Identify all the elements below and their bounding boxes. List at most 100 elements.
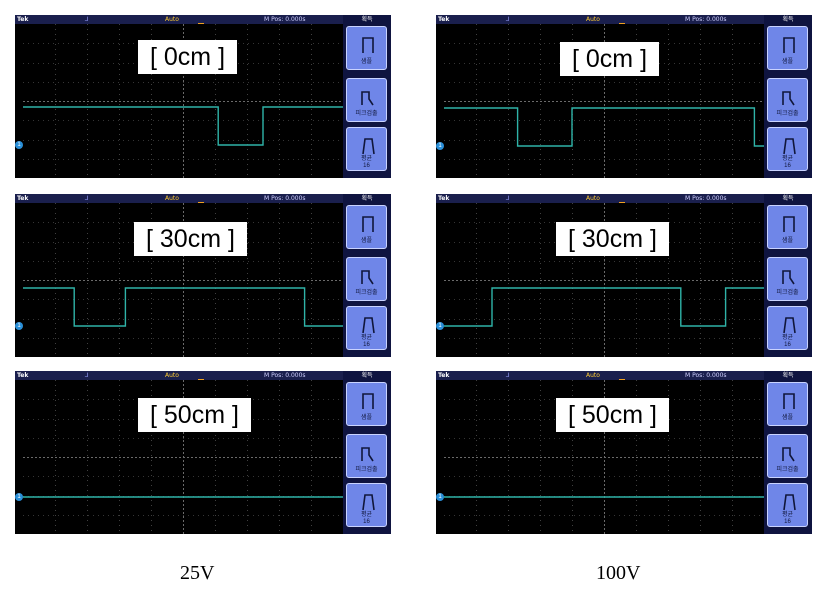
sample-icon (362, 393, 374, 409)
acquire-button-label: 피크검출 (776, 289, 799, 296)
acquire-button[interactable]: 샘플 (346, 26, 387, 70)
acquire-button[interactable]: 샘플 (767, 205, 808, 249)
brand-label: Tek (17, 372, 29, 379)
brand-label: Tek (438, 16, 450, 23)
acquire-button-label: 평균 (360, 155, 373, 162)
acquire-button-label: 피크검출 (355, 466, 378, 473)
m-pos-readout: M Pos: 0.000s (264, 16, 306, 23)
signal-trace (23, 106, 343, 146)
acquire-button[interactable]: 피크검출 (767, 257, 808, 301)
acquire-button-label: 샘플 (781, 58, 794, 65)
menu-title: 획득 (361, 195, 373, 202)
trigger-icon: ⅃ (506, 372, 510, 379)
acquire-button-label: 피크검출 (355, 110, 378, 117)
peak-detect-icon (782, 91, 795, 106)
acquire-button-label: 샘플 (360, 237, 373, 244)
signal-trace (444, 107, 764, 147)
distance-label: [ 50cm ] (556, 398, 669, 432)
acquire-button-label: 샘플 (360, 414, 373, 421)
acquire-button-label: 평균 (360, 334, 373, 341)
trigger-mode: Auto (586, 372, 600, 379)
average-icon (362, 317, 375, 334)
distance-label: [ 0cm ] (138, 40, 238, 74)
trigger-icon: ⅃ (85, 16, 89, 23)
acquire-button[interactable]: 피크검출 (767, 434, 808, 478)
menu-title: 획득 (782, 16, 794, 23)
acquire-button[interactable]: 피크검출 (346, 78, 387, 122)
acquire-button[interactable]: 피크검출 (767, 78, 808, 122)
m-pos-readout: M Pos: 0.000s (685, 372, 727, 379)
acquire-button[interactable]: 피크검출 (346, 257, 387, 301)
trigger-icon: ⅃ (506, 195, 510, 202)
channel-ground-marker: 1 (15, 493, 23, 501)
trigger-icon: ⅃ (85, 195, 89, 202)
m-pos-readout: M Pos: 0.000s (264, 372, 306, 379)
signal-trace (444, 287, 764, 327)
brand-label: Tek (438, 372, 450, 379)
m-pos-readout: M Pos: 0.000s (685, 195, 727, 202)
channel-ground-marker: 1 (436, 142, 444, 150)
sample-icon (783, 216, 795, 232)
m-pos-readout: M Pos: 0.000s (264, 195, 306, 202)
acquire-button-label: 피크검출 (776, 110, 799, 117)
menu-title: 획득 (782, 195, 794, 202)
menu-title: 획득 (782, 372, 794, 379)
acquire-button-label: 피크검출 (776, 466, 799, 473)
acquire-button[interactable]: 샘플 (346, 382, 387, 426)
acquire-button-label: 샘플 (781, 414, 794, 421)
acquire-button-label: 평균 (781, 334, 794, 341)
acquire-button-label: 샘플 (781, 237, 794, 244)
acquire-button-count: 16 (363, 163, 370, 169)
sample-icon (362, 216, 374, 232)
peak-detect-icon (361, 91, 374, 106)
acquire-button-label: 피크검출 (355, 289, 378, 296)
acquire-button[interactable]: 샘플 (767, 26, 808, 70)
acquire-button-label: 평균 (360, 511, 373, 518)
channel-ground-marker: 1 (15, 322, 23, 330)
acquire-button-label: 평균 (781, 511, 794, 518)
trigger-mode: Auto (165, 372, 179, 379)
brand-label: Tek (438, 195, 450, 202)
brand-label: Tek (17, 16, 29, 23)
trigger-mode: Auto (165, 16, 179, 23)
acquire-button-count: 16 (784, 342, 791, 348)
distance-label: [ 50cm ] (138, 398, 251, 432)
acquire-button[interactable]: 피크검출 (346, 434, 387, 478)
caption-25v: 25V (180, 562, 215, 584)
scope-status-bar: Tek ⅃ Auto M Pos: 0.000s (15, 15, 343, 24)
distance-label: [ 0cm ] (560, 42, 660, 76)
average-icon (783, 494, 796, 511)
sample-icon (362, 37, 374, 53)
caption-100v: 100V (596, 562, 641, 584)
menu-title: 획득 (361, 16, 373, 23)
trigger-mode: Auto (586, 16, 600, 23)
m-pos-readout: M Pos: 0.000s (685, 16, 727, 23)
acquire-button[interactable]: 샘플 (767, 382, 808, 426)
signal-trace (23, 287, 343, 327)
acquire-button-count: 16 (363, 519, 370, 525)
channel-ground-marker: 1 (15, 141, 23, 149)
acquire-button[interactable]: 샘플 (346, 205, 387, 249)
average-icon (362, 138, 375, 155)
scope-status-bar: Tek ⅃ Auto M Pos: 0.000s (436, 371, 764, 380)
menu-title: 획득 (361, 372, 373, 379)
